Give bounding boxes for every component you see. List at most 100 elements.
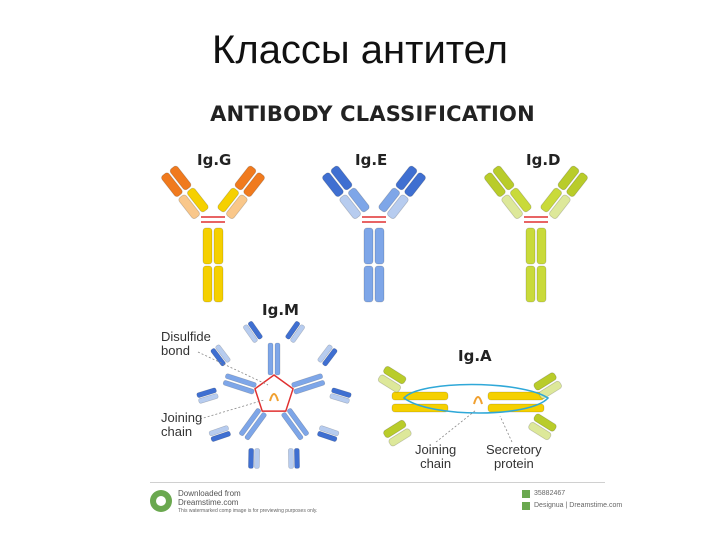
- iga-arm: [383, 366, 407, 385]
- secretory-leader: [499, 415, 513, 443]
- iga-body: [391, 403, 449, 413]
- iga-arm: [383, 419, 407, 438]
- igm-segment: [285, 321, 300, 340]
- igm-segment: [293, 380, 326, 395]
- igd-stem: [536, 227, 547, 265]
- ige-arm-light: [387, 194, 409, 219]
- iga-arm: [533, 372, 557, 391]
- ige-arm-heavy: [404, 172, 426, 197]
- igg-arm-light: [178, 194, 200, 219]
- footer-divider: [150, 482, 605, 483]
- disulfide-bond-label: Disulfide bond: [161, 329, 211, 358]
- ige-stem: [374, 227, 385, 265]
- igm-monomer: [243, 321, 305, 376]
- igm-segment: [248, 448, 254, 469]
- igm-segment: [215, 344, 231, 363]
- ige-arm-light: [378, 187, 400, 213]
- igm-segment: [248, 321, 263, 340]
- igg-stem: [202, 265, 213, 303]
- igd-arm-light: [549, 194, 571, 219]
- igm-segment: [254, 448, 260, 469]
- iga-joining-chain: [473, 396, 483, 405]
- iga-label: Ig.A: [458, 347, 492, 365]
- iga-secretory-protein: [402, 383, 550, 414]
- iga-arm: [528, 422, 552, 441]
- igm-monomer: [196, 344, 257, 404]
- igm-segment: [225, 373, 257, 388]
- ige-stem: [374, 265, 385, 303]
- iga-arm: [533, 413, 557, 432]
- igd-arm-heavy: [484, 172, 506, 197]
- igm-monomer: [208, 408, 267, 469]
- igm-segment: [317, 344, 333, 363]
- ige-arm-heavy: [395, 165, 418, 191]
- igm-monomer: [281, 408, 340, 469]
- footer-small-print: This watermarked comp image is for previ…: [178, 508, 318, 514]
- igm-monomer: [291, 344, 352, 404]
- id-icon: [522, 490, 530, 498]
- figure-title: ANTIBODY CLASSIFICATION: [210, 102, 535, 126]
- ige-stem: [363, 227, 374, 265]
- footer-downloaded: Downloaded from: [178, 489, 241, 498]
- ige-arm-light: [348, 187, 370, 213]
- igm-segment: [281, 412, 304, 441]
- igd-stem: [536, 265, 547, 303]
- ige-arm-heavy: [330, 165, 353, 191]
- dreamstime-logo: [150, 490, 172, 512]
- igm-segment: [210, 431, 231, 442]
- igd-arm-heavy: [557, 165, 580, 191]
- igg-arm-heavy: [161, 172, 183, 197]
- igm-segment: [208, 425, 229, 437]
- iga-body: [391, 391, 449, 401]
- igm-segment: [198, 393, 219, 404]
- secretory-protein-label: Secretory protein: [486, 442, 542, 471]
- igg-arm-heavy: [169, 165, 192, 191]
- igg-label: Ig.G: [197, 151, 232, 169]
- ige-label: Ig.E: [355, 151, 388, 169]
- igm-segment: [319, 425, 340, 437]
- igg-stem: [202, 227, 213, 265]
- igd-arm-heavy: [492, 165, 515, 191]
- igd-stem: [525, 265, 536, 303]
- igg-stem: [213, 265, 224, 303]
- slide-title: Классы антител: [212, 28, 508, 72]
- igm-segment: [331, 387, 352, 398]
- igm-segment: [196, 387, 217, 398]
- ige-arm-heavy: [322, 172, 344, 197]
- iga-arm: [377, 374, 402, 393]
- footer-credit: Designua | Dreamstime.com: [534, 502, 623, 509]
- igd-arm-light: [540, 187, 562, 213]
- igg-arm-light: [187, 187, 209, 213]
- iga-arm: [538, 380, 562, 399]
- ige-arm-light: [339, 194, 361, 219]
- igg-arm-light: [226, 194, 248, 219]
- igg-arm-heavy: [243, 172, 265, 197]
- joining-leader: [199, 399, 265, 420]
- igm-segment: [291, 373, 323, 388]
- iga-arm: [388, 428, 412, 447]
- joining-chain-label-igm: Joining chain: [161, 410, 203, 439]
- igm-segment: [244, 412, 267, 441]
- igm-segment: [317, 431, 338, 442]
- igm-segment: [210, 348, 226, 367]
- iga-joining-leader: [435, 409, 477, 443]
- igd-stem: [525, 227, 536, 265]
- igm-segment: [222, 380, 255, 395]
- igm-joining-chain: [269, 393, 279, 402]
- igm-segment: [290, 324, 305, 343]
- disulfide-leader: [197, 351, 269, 386]
- credit-icon: [522, 502, 530, 510]
- igm-segment: [243, 324, 258, 343]
- igd-arm-light: [501, 194, 523, 219]
- igm-segment: [274, 342, 281, 376]
- igm-segment: [294, 448, 300, 469]
- igm-segment: [322, 348, 338, 367]
- iga-body: [487, 403, 545, 413]
- igm-segment: [267, 342, 274, 376]
- igm-segment: [329, 393, 350, 404]
- igm-label: Ig.M: [262, 301, 299, 319]
- igg-arm-heavy: [234, 165, 257, 191]
- joining-chain-label-iga: Joining chain: [415, 442, 457, 471]
- igm-segment: [239, 408, 261, 436]
